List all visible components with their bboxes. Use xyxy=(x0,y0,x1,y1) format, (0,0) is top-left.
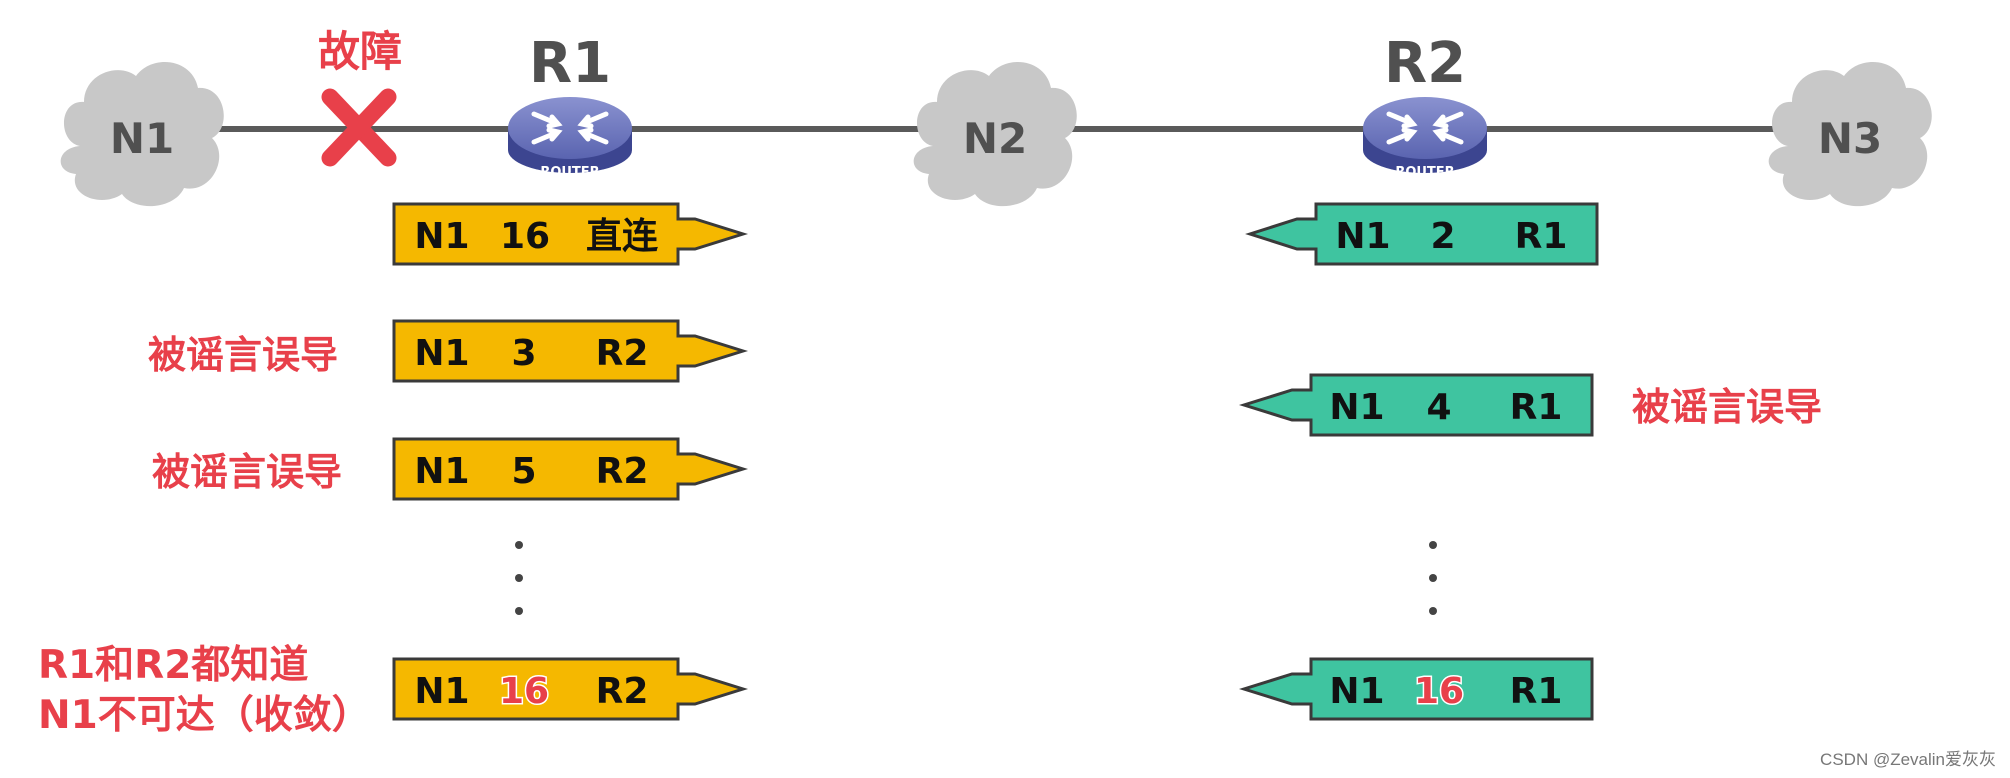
ellipsis-r1 xyxy=(515,541,523,615)
converged-note-line1: R1和R2都知道 xyxy=(38,643,308,688)
r1-entry-2-next-hop: R2 xyxy=(596,333,649,374)
r2-entry-1-network: N1 xyxy=(1335,216,1390,257)
r1-entry-2: N1 3 R2 xyxy=(392,319,749,383)
r1-entry-3-next-hop: R2 xyxy=(596,451,649,492)
r1-entry-4-next-hop: R2 xyxy=(596,671,649,712)
cloud-label-n2: N2 xyxy=(963,114,1027,163)
r2-entry-2: N1 4 R1 xyxy=(1238,373,1594,437)
r2-entry-3-distance: 16 xyxy=(1414,671,1464,712)
r2-entry-3-network: N1 xyxy=(1329,671,1384,712)
misled-note-r2: 被谣言误导 xyxy=(1632,385,1822,429)
r1-entry-1: N1 16 直连 xyxy=(392,202,749,266)
r1-entry-4-distance: 16 xyxy=(499,671,549,712)
router-device-text-r1: ROUTER xyxy=(540,165,599,180)
r1-entry-3: N1 5 R2 xyxy=(392,437,749,501)
ellipsis-r2 xyxy=(1429,541,1437,615)
router-icon-r2: ROUTER xyxy=(1363,97,1487,180)
misled-note-r1-1: 被谣言误导 xyxy=(148,333,338,377)
r1-entry-2-network: N1 xyxy=(414,333,469,374)
watermark: CSDN @Zevalin爱灰灰 xyxy=(1820,750,1996,769)
r2-entry-1: N1 2 R1 xyxy=(1245,202,1599,266)
r1-entry-3-network: N1 xyxy=(414,451,469,492)
router-device-text-r2: ROUTER xyxy=(1395,165,1454,180)
r1-entry-1-next-hop: 直连 xyxy=(586,216,658,257)
r1-entry-1-distance: 16 xyxy=(500,216,550,257)
cloud-label-n3: N3 xyxy=(1818,114,1882,163)
misled-note-r1-2: 被谣言误导 xyxy=(152,450,342,494)
r1-entry-3-distance: 5 xyxy=(511,451,536,492)
r1-entry-4-network: N1 xyxy=(414,671,469,712)
x-mark-icon xyxy=(321,88,397,167)
r1-entry-4: N1 16 R2 xyxy=(392,657,749,721)
r2-entry-2-next-hop: R1 xyxy=(1510,387,1563,428)
cloud-icon-n2 xyxy=(913,62,1077,207)
r1-entry-2-distance: 3 xyxy=(511,333,536,374)
converged-note-line2: N1不可达（收敛） xyxy=(38,693,371,738)
router-icon-r1: ROUTER xyxy=(508,97,632,180)
r2-entry-2-distance: 4 xyxy=(1426,387,1451,428)
r2-entry-1-next-hop: R1 xyxy=(1515,216,1568,257)
router-label-r1: R1 xyxy=(529,31,611,96)
r2-entry-1-distance: 2 xyxy=(1430,216,1455,257)
router-label-r2: R2 xyxy=(1384,31,1466,96)
r2-entry-2-network: N1 xyxy=(1329,387,1384,428)
fault-label: 故障 xyxy=(318,27,402,76)
r2-entry-3-next-hop: R1 xyxy=(1510,671,1563,712)
cloud-icon-n1 xyxy=(60,62,224,207)
cloud-label-n1: N1 xyxy=(110,114,174,163)
r1-entry-1-network: N1 xyxy=(414,216,469,257)
r2-entry-3: N1 16 R1 xyxy=(1238,657,1594,721)
cloud-icon-n3 xyxy=(1768,62,1932,207)
